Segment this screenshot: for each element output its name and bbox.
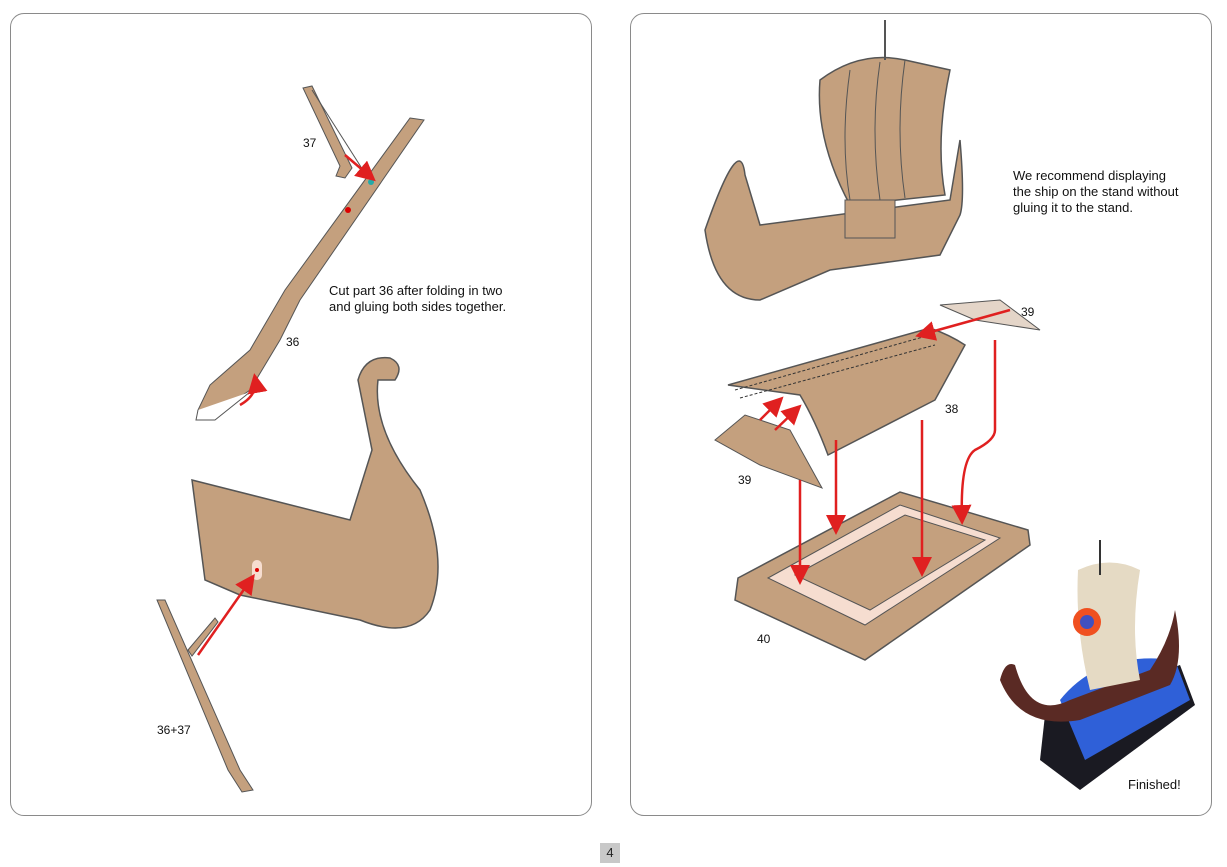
part-label-40: 40 — [757, 632, 771, 646]
part-label-38: 38 — [945, 402, 959, 416]
hull-section-illustration — [191, 356, 439, 629]
left-instruction-panel — [10, 13, 592, 816]
finished-caption: Finished! — [1128, 777, 1181, 792]
display-recommendation-text: We recommend displaying the ship on the … — [1013, 168, 1179, 215]
part-label-37: 37 — [303, 136, 317, 150]
part-38-illustration — [727, 327, 966, 457]
assembly-arrows — [759, 308, 1011, 585]
part-37-illustration — [302, 85, 369, 179]
part-39-bottom-illustration — [714, 414, 824, 489]
part-label-36-37: 36+37 — [157, 723, 191, 737]
finished-ship-photo — [1000, 540, 1195, 790]
page-number: 4 — [600, 843, 620, 863]
fold-instruction-text: Cut part 36 after folding in two and glu… — [329, 283, 507, 314]
part-label-39-bottom: 39 — [738, 473, 752, 487]
part-label-39-top: 39 — [1021, 305, 1035, 319]
part-36-illustration — [195, 117, 425, 421]
part-label-36: 36 — [286, 335, 300, 349]
part-40-stand-illustration — [734, 491, 1031, 661]
oar-assembly-36-37-illustration — [156, 573, 255, 793]
assembled-ship-illustration — [704, 20, 964, 301]
